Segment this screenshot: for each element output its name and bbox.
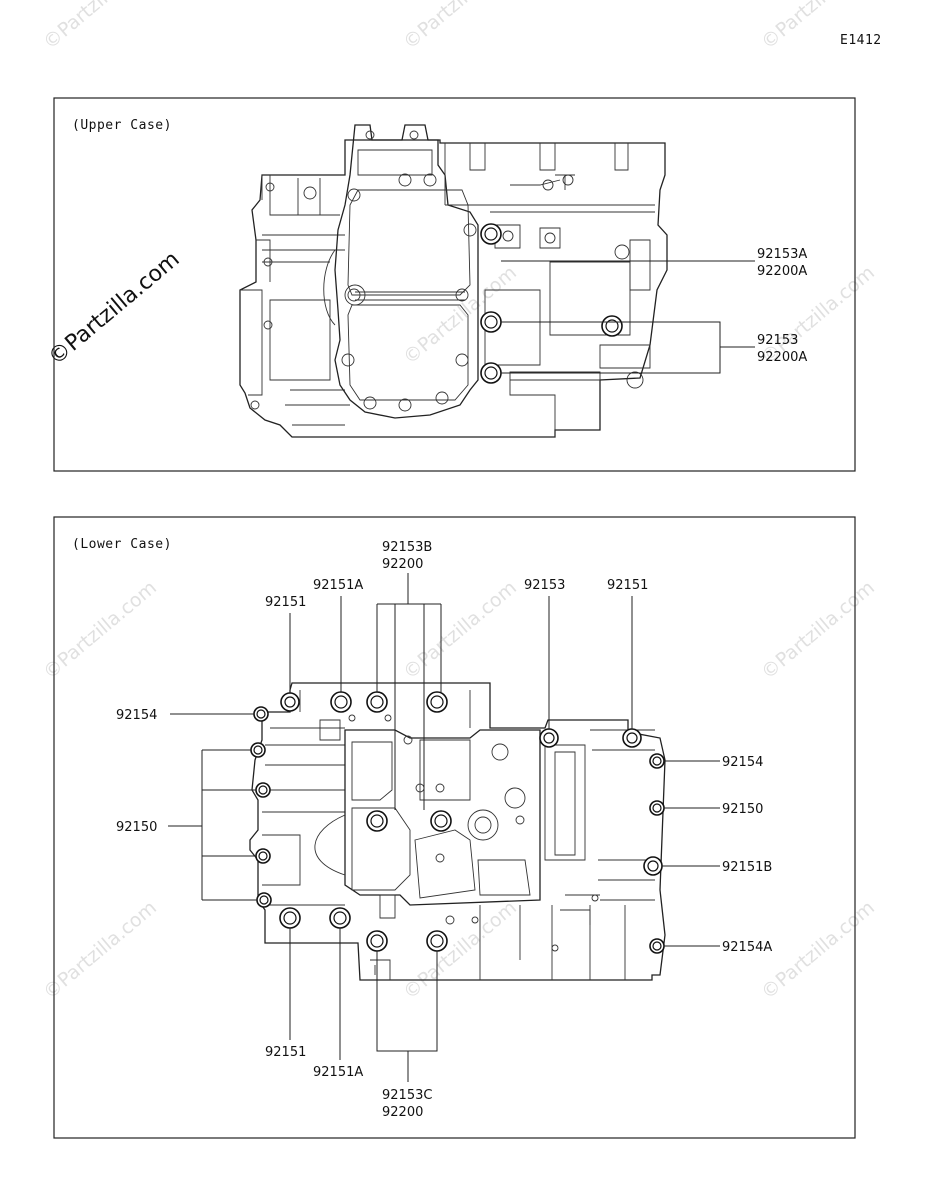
lower-case-title: (Lower Case) [72, 537, 172, 552]
upper-case-frame [53, 97, 856, 472]
upper-case-title: (Upper Case) [72, 118, 172, 133]
lower-callout-92150: 92150 [722, 802, 763, 817]
leader-line [501, 321, 755, 374]
lower-bolt-92150 [255, 782, 271, 798]
lower-bolt-92151A [330, 691, 352, 713]
upper-crankcase-drawing [239, 124, 668, 438]
lower-bolt-92153 [539, 728, 559, 748]
lower-callout-92153C: 92153C [382, 1088, 432, 1103]
lower-crankcase-drawing [249, 682, 666, 981]
lower-bolt-92153B [426, 691, 448, 713]
watermark-text: ©Partzilla.com [757, 897, 879, 1004]
lower-bolt-92151 [622, 728, 642, 748]
lower-callout-92151A: 92151A [313, 578, 363, 593]
lower-bolt-92153B [366, 691, 388, 713]
watermark-group: ©Partzilla.com ©Partzilla.com ©Partzilla… [39, 0, 879, 1004]
lower-bolt-92151A [329, 907, 351, 929]
lower-callout-92151A: 92151A [313, 1065, 363, 1080]
lower-bolt-92154 [649, 753, 665, 769]
watermark-logo-text: ©Partzilla.com [44, 247, 185, 371]
upper-callout-92200A: 92200A [757, 350, 807, 365]
watermark-text: ©Partzilla.com [399, 897, 521, 1004]
lower-callout-92151: 92151 [265, 1045, 306, 1060]
lower-case-panel: (Lower Case) [53, 516, 856, 1139]
lower-callout-92200: 92200 [382, 557, 423, 572]
lower-bolt-92150 [250, 742, 266, 758]
lower-callout-92150: 92150 [116, 820, 157, 835]
lower-case-frame [53, 516, 856, 1139]
lower-callout-92153: 92153 [524, 578, 565, 593]
upper-case-panel: (Upper Case) [53, 97, 856, 472]
lower-bolt-92151B [643, 856, 663, 876]
lower-bolt-92150 [256, 892, 272, 908]
upper-bolt-92153 [601, 315, 623, 337]
lower-callout-92154A: 92154A [722, 940, 772, 955]
watermark-text: ©Partzilla.com [399, 577, 521, 684]
lower-bolt-92151 [279, 907, 301, 929]
watermark-text: ©Partzilla.com [39, 897, 161, 1004]
upper-bolt-92153 [480, 362, 502, 384]
watermark-text: ©Partzilla.com [39, 577, 161, 684]
watermark-text: ©Partzilla.com [399, 0, 521, 54]
diagram-id: E1412 [840, 33, 882, 48]
watermark-text: ©Partzilla.com [757, 577, 879, 684]
lower-bolt-92150 [649, 800, 665, 816]
lower-bolt-92153B [430, 810, 452, 832]
lower-callout-92151: 92151 [265, 595, 306, 610]
upper-bolt-92153 [480, 311, 502, 333]
lower-callout-92153B: 92153B [382, 540, 432, 555]
lower-callout-92151B: 92151B [722, 860, 772, 875]
lower-callout-92154: 92154 [116, 708, 157, 723]
upper-callout-92153A: 92153A [757, 247, 807, 262]
lower-bolt-92151 [280, 692, 300, 712]
lower-leader-lines [168, 573, 720, 1082]
lower-bolt-92154 [253, 706, 269, 722]
lower-bolt-92153B [366, 810, 388, 832]
lower-bolt-92150 [255, 848, 271, 864]
watermark-text: ©Partzilla.com [399, 262, 521, 369]
watermark-text: ©Partzilla.com [39, 0, 161, 54]
lower-callout-92151: 92151 [607, 578, 648, 593]
lower-bolt-92153C [366, 930, 388, 952]
lower-callout-92200: 92200 [382, 1105, 423, 1120]
lower-bolt-92153C [426, 930, 448, 952]
upper-bolt-92153A [480, 223, 502, 245]
lower-callout-92154: 92154 [722, 755, 763, 770]
upper-callout-92153: 92153 [757, 333, 798, 348]
lower-bolt-92154A [649, 938, 665, 954]
upper-callout-92200A: 92200A [757, 264, 807, 279]
